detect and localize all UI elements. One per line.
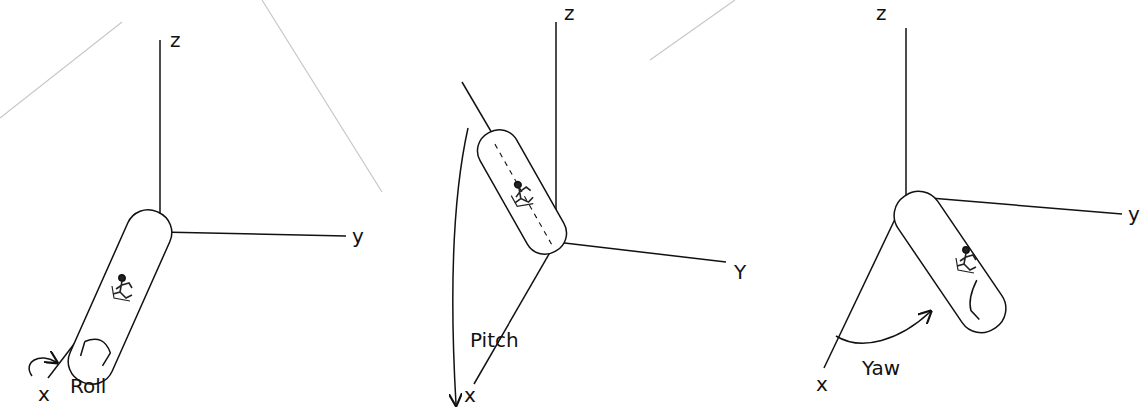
axis-label: Y [734,262,746,282]
yaw-panel [824,28,1122,368]
y-axis [160,232,346,236]
pitch-arrow [453,128,468,404]
page-edge [0,0,735,192]
x-axis [824,196,906,368]
yaw-arrow [836,312,930,343]
axis-label: z [876,3,887,23]
axis-label: z [170,30,181,50]
motion-label: Yaw [862,358,900,378]
kayak-hull [470,122,574,261]
axis-label: x [38,384,50,404]
motion-label: Roll [70,376,106,396]
y-axis [556,242,726,262]
z-axis [159,40,161,232]
axis-label: y [1128,204,1140,224]
motion-label: Pitch [470,330,519,350]
axis-label: z [564,3,575,23]
x-axis [474,242,556,384]
roll-panel [29,40,346,391]
axis-label: x [464,385,476,405]
roll-arrow [29,358,56,376]
z-axis [905,28,907,196]
kayak-hull [61,203,179,392]
axis-label: y [352,226,364,246]
axis-label: x [816,374,828,394]
pitch-panel [453,22,726,404]
kayak-hull [885,182,1015,341]
